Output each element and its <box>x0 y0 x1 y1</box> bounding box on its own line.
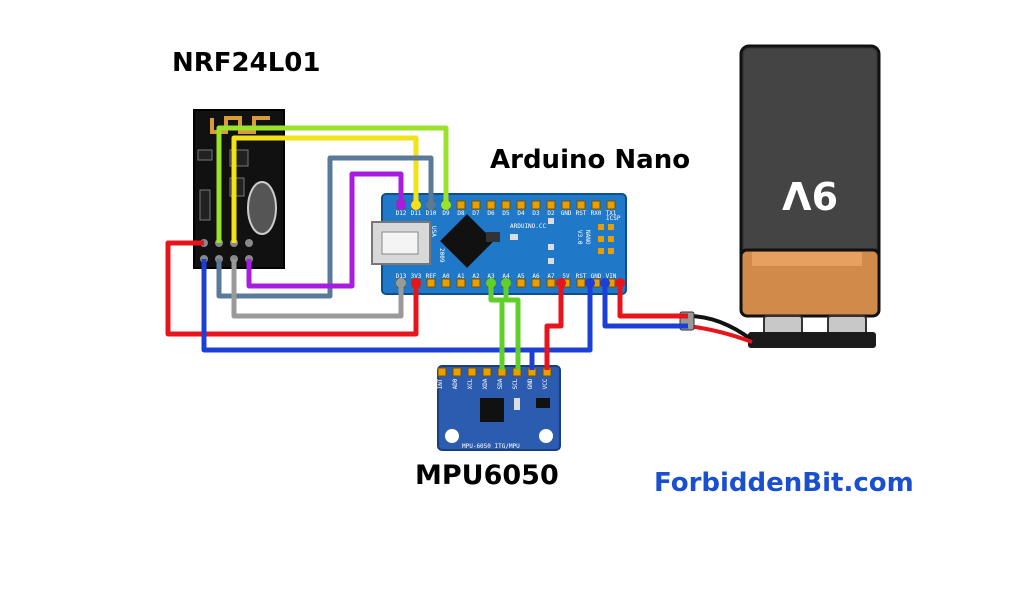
mpu-pin-label-sda: SDA <box>497 378 504 389</box>
nano-bottom-pin-label-d13: D13 <box>396 273 407 280</box>
nano-top-pin-label-d4: D4 <box>517 210 525 217</box>
battery-9v: 9V <box>739 44 881 348</box>
nano-bottom-pin-label-ref: REF <box>426 273 437 280</box>
nano-top-pin-label-d3: D3 <box>532 210 540 217</box>
nano-bottom-pin-ref <box>426 278 436 288</box>
nano-bottom-pin-label-rst: RST <box>576 273 587 280</box>
nano-bottom-pin-label-a6: A6 <box>532 273 540 280</box>
nano-top-pin-labels: D12 D11 D10 D9 D8 D7 D6 D5 D4 D3 D2 GND RST RX0 TX1 <box>396 210 617 217</box>
nano-top-pin-d4 <box>516 200 526 210</box>
nano-top-pin-d8 <box>456 200 466 210</box>
wire-gray-d13 <box>231 259 404 319</box>
nano-top-pin-d6 <box>486 200 496 210</box>
nano-top-pin-label-rx0: RX0 <box>591 210 602 217</box>
wire-blue-gnd <box>201 259 593 353</box>
mpu-pin-label-xcl: XCL <box>467 378 474 389</box>
nano-top-pin-rst <box>576 200 586 210</box>
nrf24l01-module <box>193 109 285 269</box>
nano-top-pin-label-d7: D7 <box>472 210 480 217</box>
nano-bottom-pin-label-a7: A7 <box>547 273 555 280</box>
nano-top-pin-label-d6: D6 <box>487 210 495 217</box>
wire-red-3v3 <box>165 240 419 337</box>
nano-top-pin-d7 <box>471 200 481 210</box>
nano-bottom-pin-label-a3: A3 <box>487 273 495 280</box>
mpu-pin-ad0 <box>452 367 462 377</box>
mpu-pin-label-ad0: AD0 <box>452 378 459 389</box>
nano-bottom-pin-a7 <box>546 278 556 288</box>
nano-bottom-pin-a0 <box>441 278 451 288</box>
nano-bottom-pin-a5 <box>516 278 526 288</box>
wire-endpoints <box>396 200 625 288</box>
nano-text-icsp: ICSP <box>606 215 621 222</box>
nano-top-pin-d3 <box>531 200 541 210</box>
nano-top-pin-d5 <box>501 200 511 210</box>
mpu6050-label: MPU6050 <box>415 460 559 491</box>
nano-top-pin-label-d9: D9 <box>442 210 450 217</box>
mpu-pin-int <box>437 367 447 377</box>
mpu-pin-label-vcc: VCC <box>542 378 549 389</box>
nano-text-arduino: ARDUINO.CC <box>510 223 547 230</box>
wires <box>165 125 688 370</box>
nano-bottom-pin-label-vin: VIN <box>606 273 617 280</box>
mpu6050-module: MPU-6050 ITG/MPU INT AD0 XCL XDA SDA SCL GND VC… <box>437 365 561 451</box>
mpu-pin-label-scl: SCL <box>512 378 519 389</box>
mpu-pin-row <box>437 367 552 377</box>
nano-text-year: 2009 <box>438 248 445 263</box>
mpu-pin-label-int: INT <box>437 378 444 389</box>
nano-top-pin-label-d11: D11 <box>411 210 422 217</box>
nano-top-pin-gnd <box>561 200 571 210</box>
nano-top-pin-label-gnd: GND <box>561 210 572 217</box>
nano-top-pin-rx0 <box>591 200 601 210</box>
nano-bottom-pin-label-gnd: GND <box>591 273 602 280</box>
nano-top-pin-label-tx1: TX1 <box>606 210 617 217</box>
battery-label: 9V <box>781 173 837 217</box>
nano-bottom-pin-a2 <box>471 278 481 288</box>
nano-text-version: V3.0 <box>576 230 583 245</box>
site-watermark: ForbiddenBit.com <box>654 468 914 498</box>
wire-green-scl <box>503 283 521 370</box>
nano-bottom-pin-label-a1: A1 <box>457 273 465 280</box>
nano-text-usa: USA <box>430 226 437 237</box>
nano-bottom-pin-a1 <box>456 278 466 288</box>
mpu-board-text: MPU-6050 ITG/MPU <box>462 443 520 450</box>
nano-top-pin-label-d5: D5 <box>502 210 510 217</box>
icsp-header <box>598 224 614 254</box>
wire-red-battery <box>617 283 688 319</box>
wire-blue-battery <box>602 283 688 329</box>
mpu-pin-label-gnd: GND <box>527 378 534 389</box>
nrf24l01-label: NRF24L01 <box>172 48 321 78</box>
wire-red-mpu-5v <box>544 283 564 370</box>
nano-bottom-pin-label-a4: A4 <box>502 273 510 280</box>
mpu-pin-label-xda: XDA <box>482 378 489 389</box>
mpu-pin-xda <box>482 367 492 377</box>
nano-bottom-pin-label-3v3: 3V3 <box>411 273 422 280</box>
nano-top-pin-label-d2: D2 <box>547 210 555 217</box>
nano-top-pin-tx1 <box>606 200 616 210</box>
wire-yellow-d11 <box>231 135 419 243</box>
nano-bottom-pin-label-a5: A5 <box>517 273 525 280</box>
nano-top-pin-label-rst: RST <box>576 210 587 217</box>
wire-lime-d9 <box>216 125 449 243</box>
nano-top-pin-label-d12: D12 <box>396 210 407 217</box>
mpu-pin-labels: INT AD0 XCL XDA SDA SCL GND VCC <box>437 378 549 389</box>
nano-top-pin-d2 <box>546 200 556 210</box>
nano-bottom-pin-label-5v: 5V <box>562 273 570 280</box>
nano-bottom-pin-rst <box>576 278 586 288</box>
mpu-pin-xcl <box>467 367 477 377</box>
wire-steel-d10 <box>216 155 434 299</box>
nano-bottom-pin-a6 <box>531 278 541 288</box>
nano-bottom-pin-label-a2: A2 <box>472 273 480 280</box>
wire-purple-d12 <box>246 171 404 289</box>
arduino-nano-label: Arduino Nano <box>490 145 691 175</box>
nano-bottom-pin-label-a0: A0 <box>442 273 450 280</box>
nano-top-pin-label-d10: D10 <box>426 210 437 217</box>
nano-text-nano: NANO <box>584 230 591 245</box>
wire-green-sda <box>488 283 505 370</box>
nano-bottom-pin-labels: D13 3V3 REF A0 A1 A2 A3 A4 A5 A6 A7 5V RST GND VIN <box>396 273 617 280</box>
nano-top-pin-label-d8: D8 <box>457 210 465 217</box>
